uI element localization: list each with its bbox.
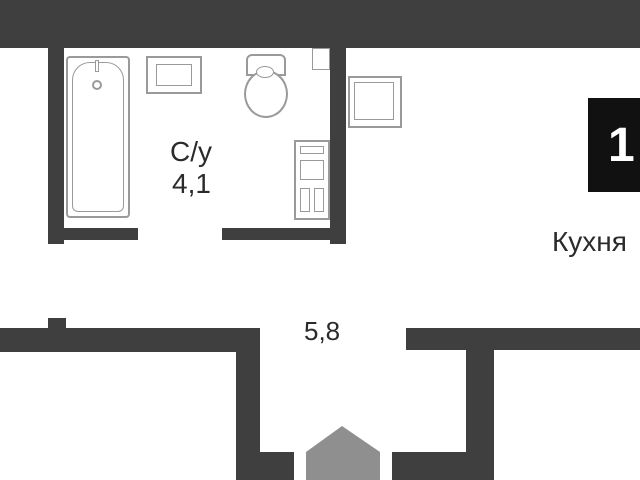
bathroom-left-wall: [48, 44, 64, 244]
entrance-wall-left: [236, 452, 294, 480]
toilet-seat: [256, 66, 274, 78]
kitchen-sink-basin: [354, 82, 394, 120]
hallway-right-wall: [406, 328, 640, 350]
kitchen-name-label: Кухня: [552, 226, 627, 257]
hallway-left-wall: [0, 328, 260, 352]
entrance-wall-right: [392, 452, 494, 480]
washing-machine-panel: [300, 146, 324, 154]
room-number-badge: 1: [588, 98, 640, 192]
entrance-arrow-icon: [306, 426, 380, 480]
bathtub-faucet: [95, 60, 99, 72]
bathroom-right-wall: [330, 44, 346, 244]
room-number-text: 1: [608, 119, 635, 172]
hallway-area-label: 5,8: [304, 316, 341, 346]
washing-machine-door: [300, 160, 324, 180]
top-wall: [0, 0, 640, 48]
washing-machine-drawer-left: [300, 188, 310, 212]
bathroom-sink: [146, 56, 202, 94]
wall-stub: [48, 318, 66, 332]
bathroom-name-label: С/у: [170, 136, 212, 167]
bathroom-area-label: 4,1: [172, 168, 211, 199]
bathroom-bottom-wall-left: [48, 228, 138, 240]
washing-machine-drawer-right: [314, 188, 324, 212]
door-leaf: [312, 48, 330, 70]
bathroom-sink-basin: [156, 64, 192, 86]
bathtub-drain: [92, 80, 102, 90]
bathroom-bottom-wall-right: [222, 228, 346, 240]
